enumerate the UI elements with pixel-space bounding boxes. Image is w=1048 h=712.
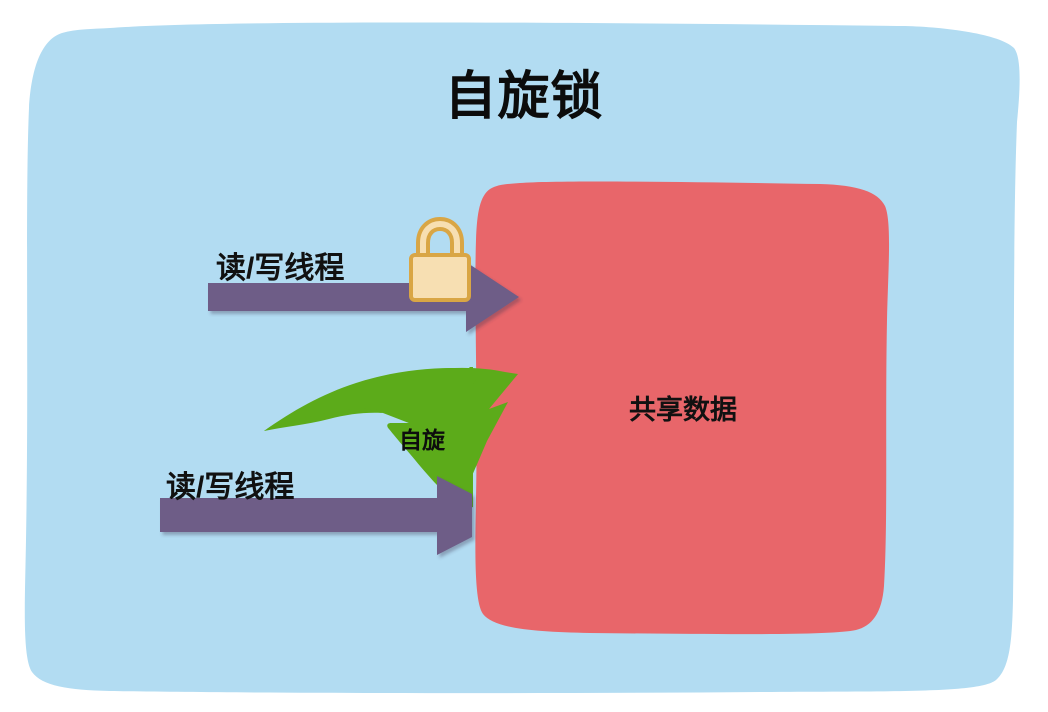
thread-arrow-bottom (160, 476, 472, 555)
thread-arrow-top (208, 262, 519, 332)
shared-data-label: 共享数据 (629, 395, 737, 425)
thread-label-bottom: 读/写线程 (166, 471, 295, 504)
spin-arrow (264, 367, 518, 508)
spin-arrow-head (389, 367, 473, 508)
shared-data-box (475, 181, 890, 635)
spin-arrow-body (264, 368, 480, 506)
spin-arrow-label: 自旋 (399, 427, 445, 453)
lock-icon (409, 217, 471, 302)
lock-body (409, 253, 471, 302)
thread-label-top: 读/写线程 (216, 252, 345, 285)
page-title: 自旋锁 (444, 68, 604, 126)
